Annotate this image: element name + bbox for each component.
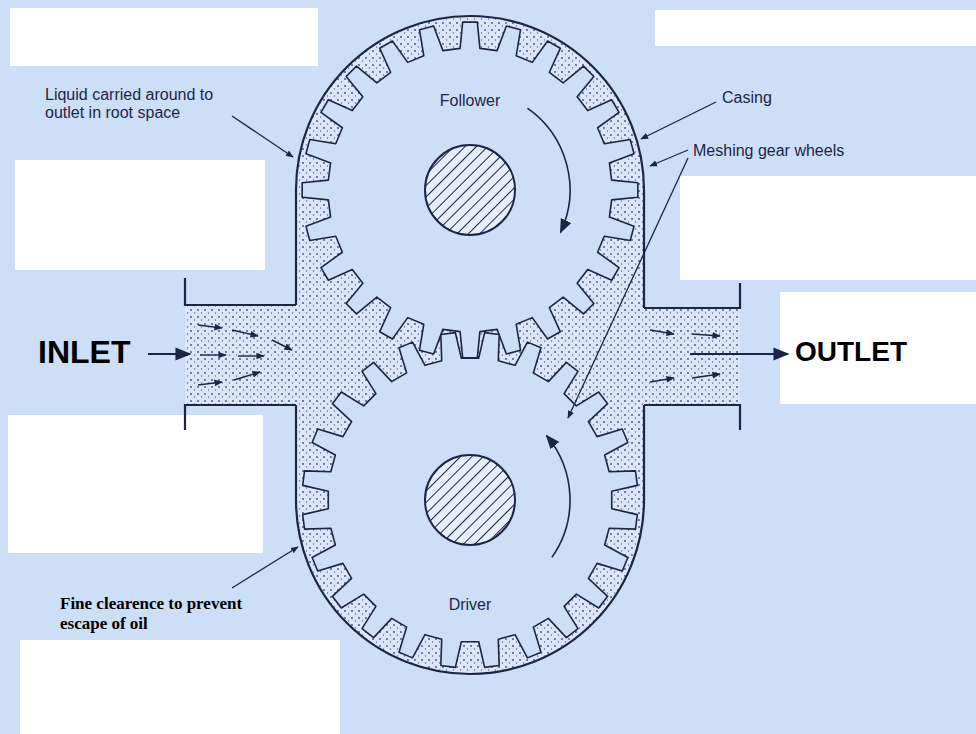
flow-arrow [650,378,674,382]
paper-patches [8,8,976,734]
rotation-arrow [547,436,570,558]
flow-arrow [198,382,222,385]
flow-arrows [198,325,720,385]
white-patch [780,292,976,404]
white-patch [680,176,976,280]
oil-region [296,16,644,674]
flow-arrow [272,340,292,350]
inlet-wall [185,405,296,430]
port-label: OUTLET [795,336,965,368]
flow-arrow [200,354,226,355]
inlet-wall [185,278,296,305]
white-patch [655,10,976,46]
leader-line [568,158,688,418]
shafts [425,145,515,545]
flow-arrow [650,330,674,334]
outlet-oil [642,308,740,405]
casing-wall [296,405,644,674]
follower-shaft [425,145,515,235]
follower-gear [302,22,638,358]
flow-arrow [692,374,720,378]
port-arrows [148,353,788,355]
part-label: Casing [722,89,842,107]
part-label: Driver [420,596,520,614]
flow-arrow [238,355,264,356]
driver-gear [303,333,638,668]
outlet-arrow [690,353,788,355]
leader-line [641,102,716,139]
casing-outline [185,16,740,674]
callout-label: Fine clearence to prevent escape of oil [60,594,290,633]
flow-arrow [232,330,258,336]
casing-wall [296,16,644,308]
flow-arrow [692,334,720,336]
flow-arrow [198,325,222,328]
outlet-wall [644,283,740,308]
part-label: Follower [420,92,520,110]
gear-group [302,22,638,667]
leader-line [650,150,688,166]
driver-shaft [425,455,515,545]
part-label: Meshing gear wheels [693,142,893,160]
white-patch [10,8,318,66]
port-label: INLET [38,334,148,371]
callout-label: Liquid carried around to outlet in root … [45,86,225,123]
rotation-arrows [527,108,570,557]
rotation-arrow [527,108,570,232]
outlet-wall [644,405,740,430]
leader-line [232,547,298,588]
white-patch [8,415,263,553]
leader-line [232,116,293,157]
leader-lines [232,102,716,588]
oil-fill [185,16,740,674]
white-patch [20,640,340,734]
inlet-arrow [148,353,190,355]
white-patch [15,160,265,270]
inlet-oil [185,305,298,405]
flow-arrow [234,372,260,380]
